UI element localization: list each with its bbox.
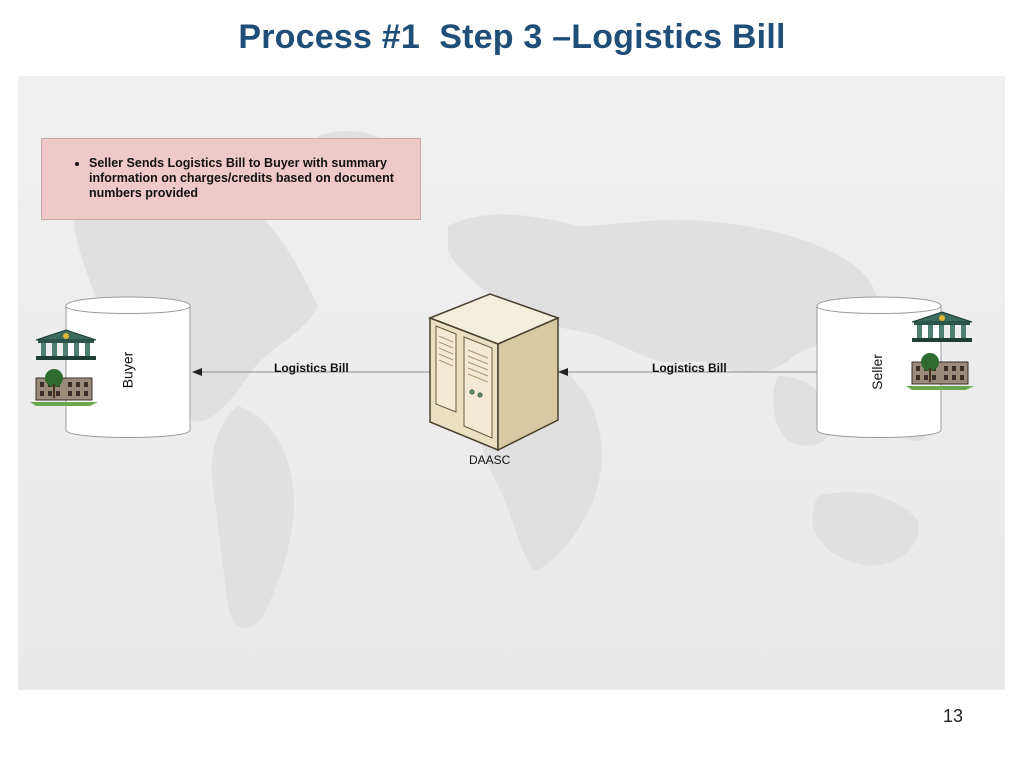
buyer-label: Buyer: [119, 351, 136, 389]
note-box: Seller Sends Logistics Bill to Buyer wit…: [41, 138, 421, 220]
left-flow-arrowhead: [192, 368, 202, 376]
buyer-building-icon: [30, 369, 98, 406]
page-number: 13: [942, 706, 963, 726]
seller-bank-icon: [911, 311, 973, 342]
buyer-bank-icon: [35, 329, 97, 360]
flow-arrows: [192, 368, 818, 376]
server-icon: [427, 293, 561, 452]
note-bullet-list: Seller Sends Logistics Bill to Buyer wit…: [42, 139, 420, 201]
right-flow-arrowhead: [558, 368, 568, 376]
right-flow-label: Logistics Bill: [652, 361, 727, 375]
note-bullet: Seller Sends Logistics Bill to Buyer wit…: [89, 156, 400, 201]
left-flow-label: Logistics Bill: [274, 361, 349, 375]
seller-building-icon: [906, 353, 974, 390]
slide-title: Process #1 Step 3 –Logistics Bill: [238, 18, 786, 56]
seller-label: Seller: [868, 354, 885, 390]
diagram-panel: Seller Sends Logistics Bill to Buyer wit…: [18, 76, 1005, 690]
server-label: DAASC: [469, 453, 511, 467]
